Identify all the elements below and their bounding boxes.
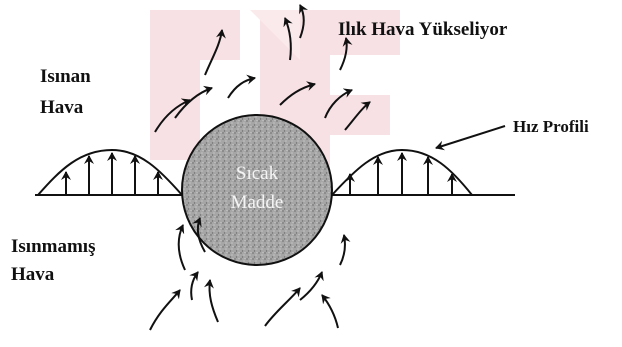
curved-arrow-icon: [174, 85, 213, 119]
curved-arrow-icon: [175, 224, 186, 271]
hot-object-sphere: [181, 114, 333, 266]
unheated-air-label-line1: Isınmamış: [11, 236, 96, 257]
rising-air-label: Ilık Hava Yükseliyor: [338, 19, 508, 40]
curved-arrow-icon: [344, 101, 371, 131]
heated-air-label-line2: Hava: [40, 97, 84, 118]
flow-arrows: [149, 4, 371, 331]
curved-arrow-icon: [192, 217, 206, 253]
curved-arrow-icon: [324, 88, 353, 119]
curved-arrow-icon: [321, 294, 339, 329]
velocity-profile-label: Hız Profili: [513, 117, 589, 136]
velocity-profile-left: [37, 148, 183, 196]
curved-arrow-icon: [339, 234, 351, 266]
curved-arrow-icon: [279, 81, 316, 106]
curved-arrow-icon: [264, 287, 301, 327]
curved-arrow-icon: [154, 98, 191, 133]
curved-arrow-icon: [227, 74, 256, 99]
curved-arrow-icon: [339, 37, 353, 71]
curved-arrow-icon: [204, 29, 226, 76]
curved-arrow-icon: [203, 279, 219, 323]
unheated-air-label-line2: Hava: [11, 264, 55, 285]
curved-arrow-icon: [299, 4, 309, 39]
curved-arrow-icon: [299, 271, 324, 301]
profile-pointer-arrow: [435, 125, 506, 151]
hot-object-label-line1: Sıcak: [235, 163, 279, 184]
hot-object-label-line2: Madde: [230, 192, 284, 213]
velocity-profile-right: [331, 148, 473, 196]
curved-arrow-icon: [149, 289, 181, 331]
heated-air-label-line1: Isınan: [40, 66, 91, 87]
curved-arrow-icon: [283, 17, 293, 61]
curved-arrow-icon: [189, 271, 199, 301]
